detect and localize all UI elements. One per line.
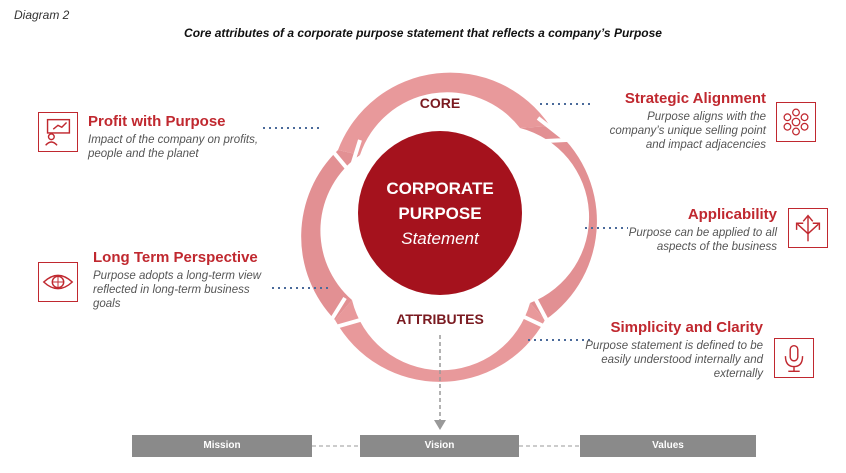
diagram-title: Core attributes of a corporate purpose s… <box>184 26 662 40</box>
attribute-title: Strategic Alignment <box>624 90 766 107</box>
attribute-title: Applicability <box>687 206 777 223</box>
attribute-description: Purpose statement is defined to be easil… <box>585 340 763 380</box>
ring-segment-bottom <box>335 300 545 382</box>
arrows-split-icon <box>788 208 828 248</box>
presentation-chart-icon <box>38 112 78 152</box>
center-circle <box>358 131 522 295</box>
ring-arrow-3 <box>320 296 361 334</box>
connectors <box>263 103 628 341</box>
attribute-description: Purpose aligns with the company’s unique… <box>609 111 766 151</box>
ring-segments <box>301 72 597 382</box>
microphone-icon <box>774 338 814 378</box>
bar-vision: Vision <box>360 435 519 457</box>
bar-mission: Mission <box>132 435 312 457</box>
center-text-line3: Statement <box>401 229 480 248</box>
attribute-title: Long Term Perspective <box>93 249 258 266</box>
diagram-label: Diagram 2 <box>14 8 70 22</box>
connected-circles-icon <box>776 102 816 142</box>
vision-arrow-head <box>434 420 446 430</box>
bar-values: Values <box>580 435 756 457</box>
attribute-description: Purpose can be applied to all aspects of… <box>628 227 777 253</box>
attribute-title: Profit with Purpose <box>88 113 226 130</box>
center-text-line1: CORPORATE <box>386 179 493 198</box>
attribute-long-term-perspective: Long Term Perspective Purpose adopts a l… <box>93 249 263 311</box>
ring-label-attributes: ATTRIBUTES <box>396 311 484 327</box>
center-text-line2: PURPOSE <box>398 204 481 223</box>
attribute-applicability: Applicability Purpose can be applied to … <box>620 206 777 254</box>
attribute-strategic-alignment: Strategic Alignment Purpose aligns with … <box>590 90 766 152</box>
attribute-profit-with-purpose: Profit with Purpose Impact of the compan… <box>88 113 263 161</box>
ring-arrow-4 <box>328 139 362 177</box>
ring-segment-right <box>520 126 597 320</box>
attribute-description: Purpose adopts a long-term view reflecte… <box>93 270 262 310</box>
ring-arrow-1 <box>524 116 572 144</box>
ring-label-core: CORE <box>420 95 460 111</box>
attribute-description: Impact of the company on profits, people… <box>88 134 259 160</box>
eye-icon <box>38 262 78 302</box>
attribute-simplicity-and-clarity: Simplicity and Clarity Purpose statement… <box>583 319 763 381</box>
ring-arrow-2 <box>519 299 557 335</box>
attribute-title: Simplicity and Clarity <box>610 319 763 336</box>
ring-segment-top <box>338 72 550 155</box>
ring-segment-left <box>301 150 360 320</box>
